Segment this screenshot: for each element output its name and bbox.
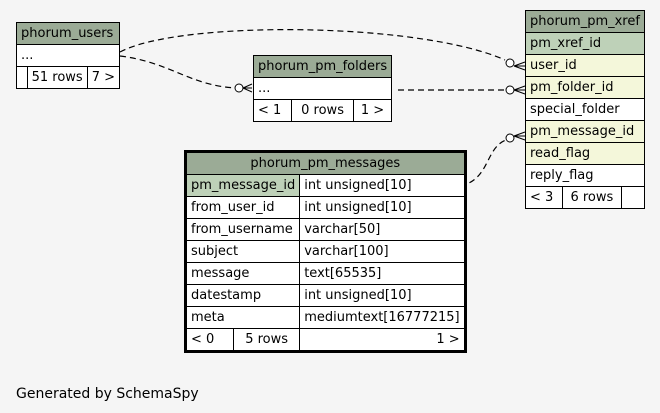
footer-children	[620, 186, 645, 209]
table-phorum-pm-messages[interactable]: phorum_pm_messages pm_message_id int uns…	[184, 150, 467, 353]
column-type: varchar[50]	[299, 218, 465, 241]
column-type: mediumtext[16777215]	[299, 306, 465, 329]
column-name: subject	[185, 240, 301, 263]
column-type: int unsigned[10]	[299, 284, 465, 307]
column-special-folder: special_folder	[525, 98, 645, 121]
footer-rowcount: 5 rows	[232, 328, 301, 351]
edge-users-xref-crowfoot	[505, 58, 515, 68]
table-title[interactable]: phorum_pm_xref	[525, 10, 645, 33]
table-phorum-pm-xref[interactable]: phorum_pm_xref pm_xref_id user_id pm_fol…	[525, 10, 645, 209]
column-name: datestamp	[185, 284, 301, 307]
column-type: int unsigned[10]	[299, 174, 465, 197]
edge-users-xref	[119, 29, 506, 61]
table-title[interactable]: phorum_users	[16, 22, 120, 45]
footer-parents: < 3	[525, 186, 563, 209]
generated-by-label: Generated by SchemaSpy	[16, 386, 199, 402]
table-title[interactable]: phorum_pm_folders	[252, 55, 393, 78]
column-read-flag: read_flag	[525, 142, 645, 165]
edge-messages-xref	[459, 139, 507, 187]
table-phorum-users[interactable]: phorum_users ... 51 rows 7 >	[16, 22, 121, 89]
column-name: from_username	[185, 218, 301, 241]
footer-children: 1 >	[299, 328, 465, 351]
column-user-id: user_id	[525, 54, 645, 77]
column-type: int unsigned[10]	[299, 196, 465, 219]
column-pm-message-id: pm_message_id	[525, 120, 645, 143]
rows-placeholder: ...	[16, 44, 120, 67]
footer-rowcount: 0 rows	[291, 99, 354, 122]
table-phorum-pm-folders[interactable]: phorum_pm_folders ... < 1 0 rows 1 >	[252, 55, 393, 122]
column-name: message	[185, 262, 301, 285]
edge-messages-xref-crowfoot	[505, 133, 515, 143]
edge-folders-xref-crowfoot	[505, 85, 515, 95]
rows-placeholder: ...	[252, 77, 393, 100]
column-reply-flag: reply_flag	[525, 164, 645, 187]
footer-parents: < 0	[186, 328, 234, 351]
footer-children: 1 >	[352, 99, 393, 122]
column-pm-xref-id: pm_xref_id	[525, 32, 645, 55]
table-title[interactable]: phorum_pm_messages	[186, 152, 465, 175]
footer-parents: < 1	[252, 99, 293, 122]
edge-users-folders	[119, 55, 238, 89]
footer-children: 7 >	[86, 66, 121, 89]
column-type: varchar[100]	[299, 240, 465, 263]
column-type: text[65535]	[299, 262, 465, 285]
column-name: meta	[185, 306, 301, 329]
footer-parents	[16, 66, 28, 89]
column-name: from_user_id	[185, 196, 301, 219]
footer-rowcount: 51 rows	[26, 66, 88, 89]
column-pm-folder-id: pm_folder_id	[525, 76, 645, 99]
footer-rowcount: 6 rows	[561, 186, 622, 209]
column-name: pm_message_id	[185, 174, 301, 197]
edge-users-folders-crowfoot	[234, 83, 244, 93]
